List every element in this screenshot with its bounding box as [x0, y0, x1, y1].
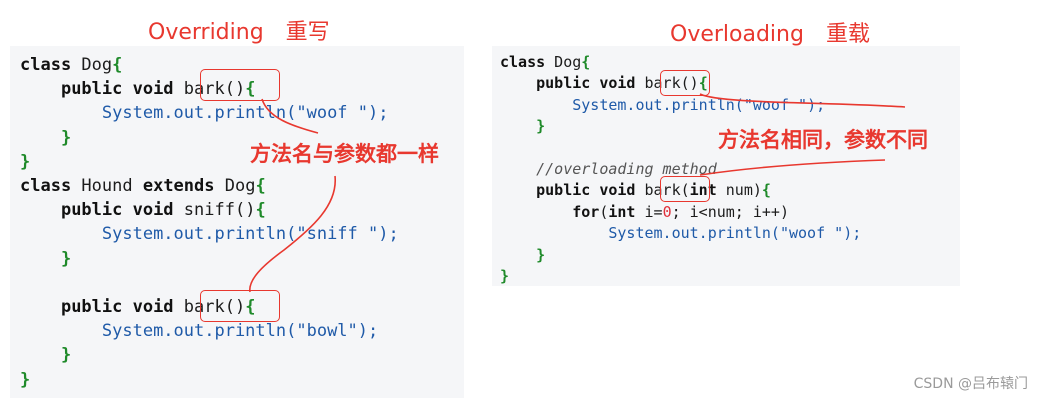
overriding-code-block: class Dog{ public void bark(){ System.ou… [10, 46, 399, 392]
code-line: } [536, 117, 546, 136]
code-line: } [500, 267, 510, 286]
code-line: System.out.println("sniff "); [101, 224, 399, 245]
code-line: class Dog{ [20, 55, 123, 75]
watermark: CSDN @吕布辕门 [913, 376, 1028, 392]
overloading-title: Overloading 重载 [670, 16, 870, 48]
overloading-annotation: 方法名相同，参数不同 [718, 128, 928, 152]
overriding-title-zh: 重写 [285, 20, 330, 45]
overriding-title: Overriding 重写 [148, 14, 330, 46]
overloading-code-panel: class Dog{ public void bark(){ System.ou… [492, 46, 960, 286]
code-line: class Hound extends Dog{ [20, 176, 266, 197]
overriding-bark-highlight-bottom [200, 290, 280, 322]
overloading-title-en: Overloading [670, 22, 804, 47]
code-line: System.out.println("woof "); [101, 103, 389, 124]
code-line: } [20, 369, 31, 390]
code-line: } [60, 248, 72, 269]
overriding-bark-highlight-top [200, 69, 280, 101]
code-line: public void bark(){ [536, 74, 708, 93]
code-line: System.out.println("bowl"); [101, 321, 379, 342]
overloading-code-block: class Dog{ public void bark(){ System.ou… [492, 46, 861, 287]
code-line: for(int i=0; i<num; i++) [572, 202, 789, 221]
overriding-title-en: Overriding [148, 20, 264, 45]
code-line: } [60, 345, 72, 366]
code-line: } [20, 151, 31, 172]
code-line: System.out.println("woof "); [572, 95, 826, 114]
code-line: } [60, 127, 72, 148]
code-line: public void sniff(){ [60, 200, 266, 221]
code-line: } [536, 245, 546, 264]
overriding-annotation: 方法名与参数都一样 [250, 142, 439, 166]
code-line: System.out.println("woof "); [608, 224, 862, 243]
overloading-bark-highlight-top [660, 70, 710, 96]
overriding-code-panel: class Dog{ public void bark(){ System.ou… [10, 46, 464, 398]
code-line: public void bark(){ [60, 79, 256, 100]
overloading-bark-highlight-bottom [660, 176, 710, 202]
code-line: public void bark(){ [60, 297, 256, 318]
overloading-title-zh: 重载 [825, 22, 870, 47]
code-line: class Dog{ [500, 53, 591, 71]
